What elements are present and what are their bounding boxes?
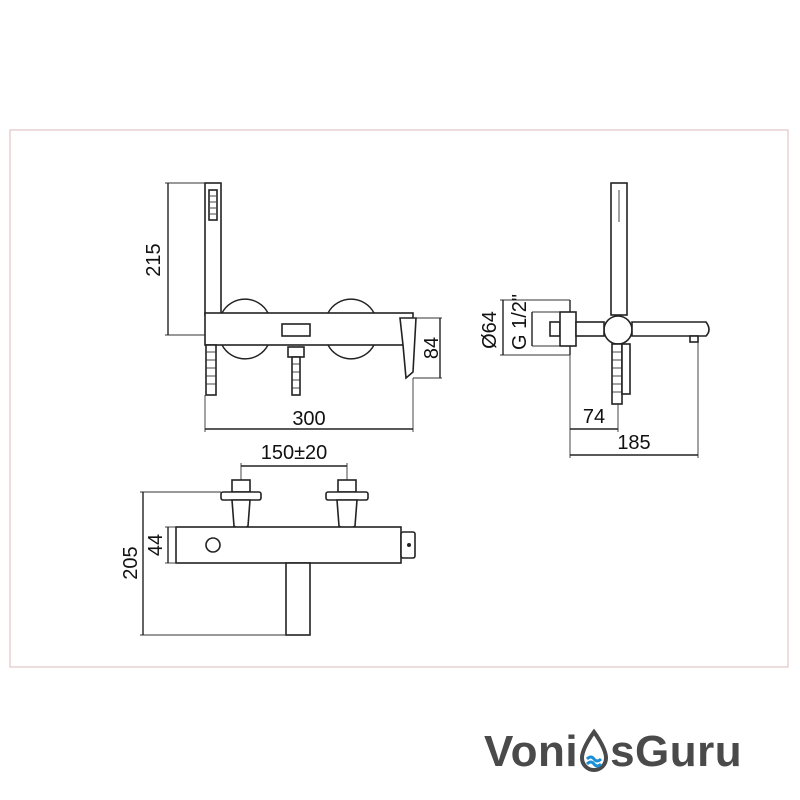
logo-text-part1: Voni bbox=[484, 727, 579, 776]
side-view: Ø64 G 1/2" 74 185 bbox=[479, 182, 710, 458]
dim-diameter-64: Ø64 bbox=[479, 311, 501, 349]
dim-74: 74 bbox=[583, 406, 605, 428]
drawing-frame bbox=[9, 129, 789, 668]
water-drop-icon bbox=[579, 728, 609, 776]
mixer-body-side bbox=[603, 315, 633, 345]
dim-center-distance: 150±20 bbox=[261, 442, 328, 464]
right-connection bbox=[325, 491, 369, 501]
dim-44: 44 bbox=[145, 534, 167, 556]
dim-300: 300 bbox=[292, 408, 325, 430]
hand-shower-side bbox=[610, 182, 628, 316]
spout-top bbox=[285, 562, 311, 636]
spout-hose bbox=[291, 356, 301, 396]
dim-thread: G 1/2" bbox=[509, 294, 531, 350]
hose-left bbox=[205, 344, 217, 396]
spout bbox=[631, 321, 710, 337]
dim-185: 185 bbox=[617, 432, 650, 454]
voniosguru-logo: Voni sGuru bbox=[484, 722, 742, 782]
logo-text-part2: sGuru bbox=[610, 727, 743, 776]
dim-215: 215 bbox=[143, 243, 165, 276]
dim-205: 205 bbox=[120, 546, 142, 579]
left-connection bbox=[220, 491, 262, 501]
front-view: 215 84 300 bbox=[143, 182, 443, 432]
top-view: 150±20 205 44 bbox=[120, 442, 416, 636]
dim-84: 84 bbox=[421, 337, 443, 359]
